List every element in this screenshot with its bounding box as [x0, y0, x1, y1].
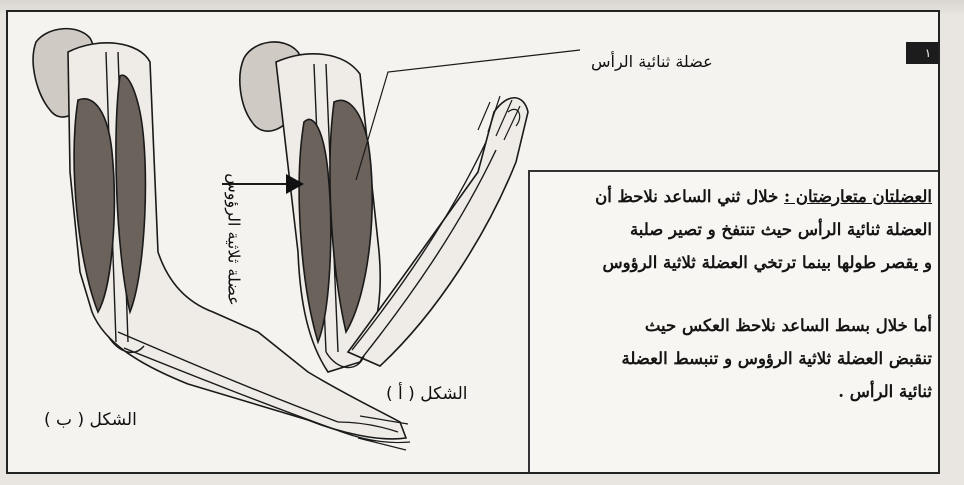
- triceps-muscle-b: [74, 99, 114, 312]
- biceps-label: عضلة ثنائية الرأس: [591, 52, 713, 71]
- figure-b-caption: الشكل ( ب ): [44, 410, 137, 430]
- paragraph-2-line-1: أما خلال بسط الساعد نلاحظ العكس حيث: [536, 309, 932, 342]
- paragraph-2-line-2: تنقبض العضلة ثلاثية الرؤوس و تنبسط العضل…: [536, 342, 932, 375]
- section-number-badge: ١: [906, 42, 940, 64]
- section-heading: العضلتان متعارضتان :: [784, 187, 932, 206]
- biceps-leader-line: [356, 50, 580, 180]
- paragraph-1-line-2: العضلة ثنائية الرأس حيث تنتفخ و تصير صلب…: [536, 213, 932, 246]
- explanation-textbox: العضلتان متعارضتان : خلال ثني الساعد نلا…: [528, 170, 940, 474]
- paragraph-1-line-1-text: خلال ثني الساعد نلاحظ أن: [595, 187, 784, 206]
- paragraph-2-line-3: ثنائية الرأس .: [536, 375, 932, 408]
- paragraph-1-line-3: و يقصر طولها بينما ترتخي العضلة ثلاثية ا…: [536, 246, 932, 279]
- triceps-label: عضلة ثلاثية الرؤوس: [225, 173, 244, 305]
- figure-frame: عضلة ثنائية الرأس عضلة ثلاثية الرؤوس الش…: [6, 10, 940, 474]
- figure-a-caption: الشكل ( أ ): [386, 384, 468, 404]
- paragraph-1-line-1: العضلتان متعارضتان : خلال ثني الساعد نلا…: [536, 180, 932, 213]
- arm-figure-a: [222, 42, 580, 372]
